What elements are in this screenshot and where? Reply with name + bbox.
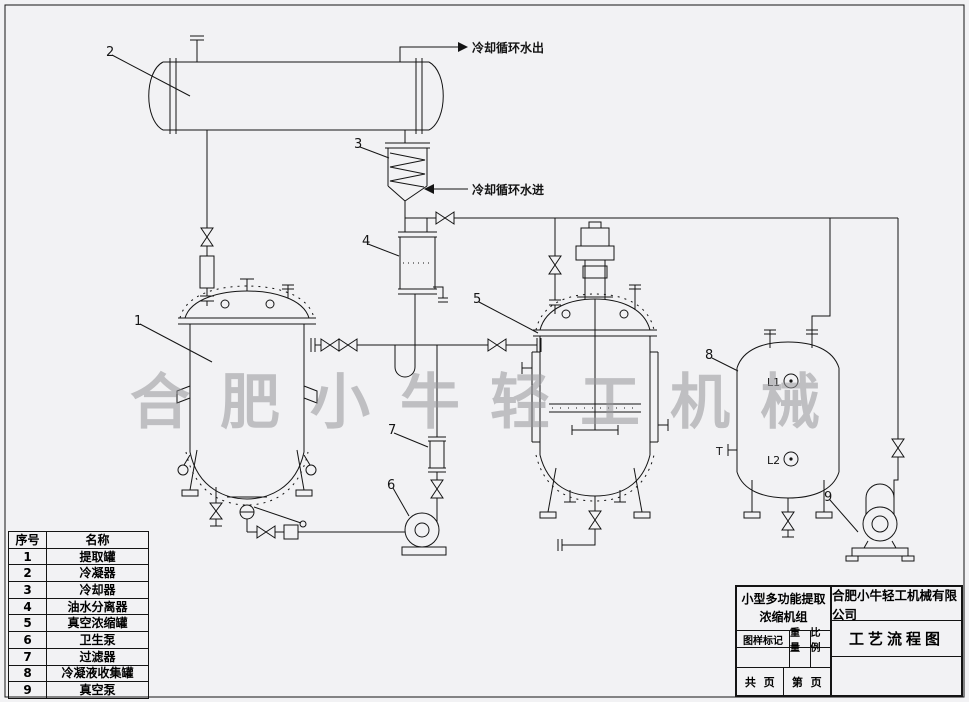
- title-block-pages-row: 共 页 第 页: [737, 668, 830, 695]
- vapor-line-tank1: [199, 130, 215, 306]
- filter: [428, 345, 446, 522]
- title-block-left: 小型多功能提取 浓缩机组 图样标记 重量 比例 共 页 第 页: [737, 587, 832, 695]
- level-l1-label: L1: [767, 376, 780, 389]
- parts-header-row: 序号 名称: [8, 531, 149, 549]
- weight-label: 重量: [790, 628, 811, 654]
- scale-value: [811, 648, 831, 667]
- callout-3: 3: [354, 137, 362, 152]
- unit-name-line2: 浓缩机组: [759, 609, 808, 624]
- part-name: 油水分离器: [46, 597, 149, 616]
- part-no: 2: [8, 564, 47, 583]
- rotameter: [199, 255, 215, 289]
- callout-7: 7: [388, 423, 396, 438]
- mark-value: [737, 648, 790, 667]
- level-gauge-l1: [783, 373, 799, 389]
- vacuum-concentration-tank: [521, 221, 669, 551]
- vacuum-header: [405, 211, 898, 225]
- callout-1: 1: [134, 314, 142, 329]
- cooling-water-in-line: [424, 184, 468, 194]
- sanitary-pump: [401, 512, 447, 556]
- cooler: [385, 142, 430, 232]
- unit-name-line1: 小型多功能提取: [741, 592, 826, 607]
- circulation-line: [310, 338, 542, 352]
- part-no: 7: [8, 647, 47, 666]
- vacuum-pump: [845, 483, 915, 562]
- title-block-empty-row: [737, 648, 830, 668]
- u-trap: [394, 345, 416, 378]
- weight-value: [790, 648, 811, 667]
- vacuum-drop-tank5: [548, 218, 562, 314]
- total-pages: 共 页: [737, 668, 784, 695]
- cooling-water-out-line: [399, 42, 468, 62]
- callout-9: 9: [824, 490, 832, 505]
- part-no: 3: [8, 581, 47, 599]
- part-no: 8: [8, 664, 47, 683]
- callout-8: 8: [705, 348, 713, 363]
- part-no: 4: [8, 597, 47, 616]
- oil-water-separator: [394, 218, 448, 378]
- part-name: 真空泵: [46, 681, 149, 699]
- company-name: 合肥小牛轻工机械有限公司: [832, 587, 961, 622]
- part-name: 过滤器: [46, 647, 149, 666]
- scale-label: 比例: [810, 628, 821, 654]
- cooling-coil: [389, 152, 426, 188]
- part-no: 1: [8, 547, 47, 566]
- agitator-motor: [580, 227, 610, 247]
- title-block-right: 合肥小牛轻工机械有限公司 工艺流程图: [832, 587, 961, 695]
- level-gauge-l2: [783, 451, 799, 467]
- title-block-field-labels: 图样标记 重量 比例: [737, 628, 830, 654]
- drawing-title: 工艺流程图: [832, 621, 961, 657]
- part-name: 卫生泵: [46, 631, 149, 649]
- part-no: 9: [8, 681, 47, 699]
- level-l2-label: L2: [767, 454, 780, 467]
- part-name: 真空浓缩罐: [46, 614, 149, 633]
- condenser: [148, 35, 444, 134]
- part-no: 5: [8, 614, 47, 633]
- mark-label: 图样标记: [737, 631, 790, 647]
- cooling-water-in-label: 冷却循环水进: [472, 182, 544, 197]
- condensate-collection-tank: [727, 329, 840, 538]
- part-name: 冷凝器: [46, 564, 149, 583]
- vacuum-drop-pump9: [891, 218, 905, 498]
- pump-suction-line: [247, 524, 405, 540]
- unit-name: 小型多功能提取 浓缩机组: [737, 587, 830, 631]
- callout-6: 6: [387, 478, 395, 493]
- callout-5: 5: [473, 292, 481, 307]
- header-no: 序号: [8, 531, 47, 549]
- callout-leaders: [111, 54, 859, 533]
- extraction-tank: [176, 278, 318, 532]
- part-name: 提取罐: [46, 547, 149, 566]
- callout-2: 2: [106, 45, 114, 60]
- cooling-water-out-label: 冷却循环水出: [472, 40, 544, 55]
- flow-meter: [283, 524, 299, 540]
- header-name: 名称: [46, 531, 149, 549]
- part-name: 冷却器: [46, 581, 149, 599]
- part-no: 6: [8, 631, 47, 649]
- vacuum-drop-tank8: [811, 218, 831, 330]
- temp-t-label: T: [715, 445, 723, 458]
- title-block: 小型多功能提取 浓缩机组 图样标记 重量 比例 共 页 第 页 合肥小牛轻工机械…: [735, 585, 963, 697]
- part-name: 冷凝液收集罐: [46, 664, 149, 683]
- page-number: 第 页: [791, 675, 822, 689]
- sheet-border: [4, 4, 965, 698]
- title-block-blank: [832, 657, 961, 695]
- callout-4: 4: [362, 234, 370, 249]
